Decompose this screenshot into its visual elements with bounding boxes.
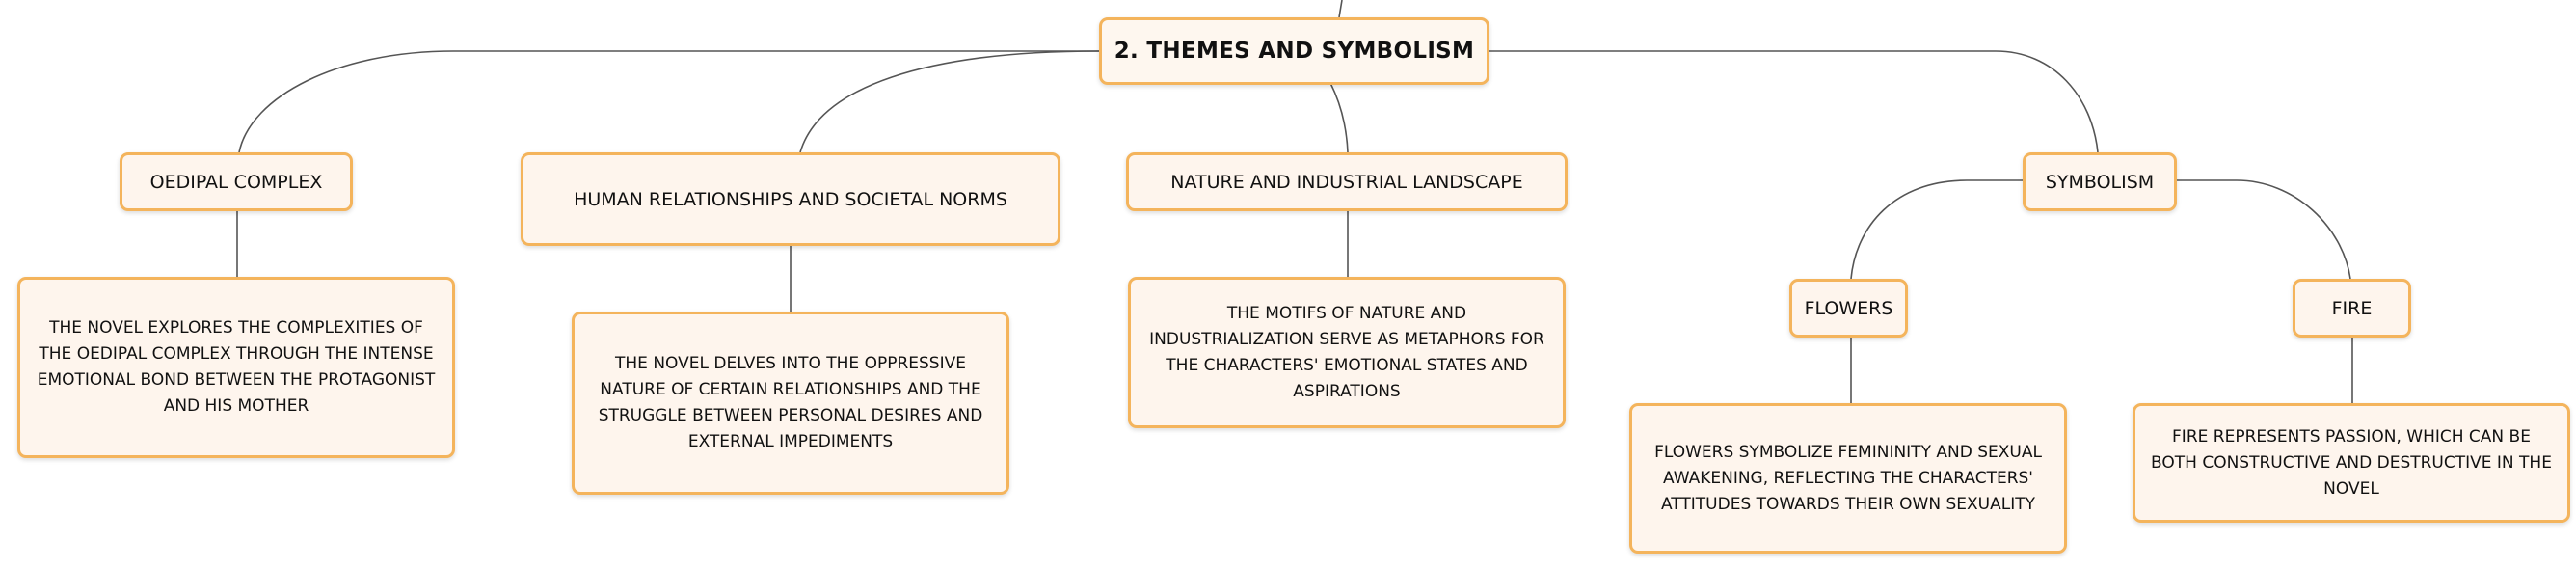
- connector-root-oedipal: [238, 50, 1099, 153]
- description-node-nature-industrial[interactable]: THE MOTIFS OF NATURE AND INDUSTRIALIZATI…: [1128, 277, 1566, 428]
- connector-root-incoming: [1338, 0, 1343, 18]
- subtopic-node-flowers[interactable]: FLOWERS: [1789, 279, 1908, 338]
- connector-root-nature: [1329, 82, 1349, 153]
- topic-node-nature-industrial[interactable]: NATURE AND INDUSTRIAL LANDSCAPE: [1126, 152, 1568, 211]
- description-text: FIRE REPRESENTS PASSION, WHICH CAN BE BO…: [2151, 426, 2552, 499]
- topic-node-label: HUMAN RELATIONSHIPS AND SOCIETAL NORMS: [574, 188, 1007, 210]
- description-node-fire[interactable]: FIRE REPRESENTS PASSION, WHICH CAN BE BO…: [2133, 403, 2570, 523]
- topic-node-oedipal-complex[interactable]: OEDIPAL COMPLEX: [120, 152, 353, 211]
- topic-node-label: SYMBOLISM: [2045, 171, 2155, 193]
- subtopic-node-label: FLOWERS: [1804, 297, 1893, 319]
- connector-symbolism-flowers: [1850, 179, 2025, 280]
- topic-node-human-relationships[interactable]: HUMAN RELATIONSHIPS AND SOCIETAL NORMS: [521, 152, 1060, 246]
- connector-root-relationships: [799, 50, 1100, 153]
- description-text: THE NOVEL EXPLORES THE COMPLEXITIES OF T…: [37, 318, 436, 416]
- topic-node-symbolism[interactable]: SYMBOLISM: [2023, 152, 2177, 211]
- root-node[interactable]: 2. THEMES AND SYMBOLISM: [1099, 17, 1489, 85]
- description-text: FLOWERS SYMBOLIZE FEMININITY AND SEXUAL …: [1654, 442, 2042, 514]
- subtopic-node-label: FIRE: [2331, 297, 2373, 319]
- root-node-label: 2. THEMES AND SYMBOLISM: [1114, 39, 1475, 64]
- subtopic-node-fire[interactable]: FIRE: [2293, 279, 2411, 338]
- description-node-human-relationships[interactable]: THE NOVEL DELVES INTO THE OPPRESSIVE NAT…: [572, 312, 1009, 495]
- description-text: THE NOVEL DELVES INTO THE OPPRESSIVE NAT…: [598, 354, 983, 451]
- connector-symbolism-fire: [2175, 179, 2351, 280]
- topic-node-label: OEDIPAL COMPLEX: [149, 171, 323, 193]
- description-node-oedipal-complex[interactable]: THE NOVEL EXPLORES THE COMPLEXITIES OF T…: [17, 277, 455, 458]
- topic-node-label: NATURE AND INDUSTRIAL LANDSCAPE: [1170, 171, 1523, 193]
- description-text: THE MOTIFS OF NATURE AND INDUSTRIALIZATI…: [1149, 303, 1544, 401]
- description-node-flowers[interactable]: FLOWERS SYMBOLIZE FEMININITY AND SEXUAL …: [1629, 403, 2067, 554]
- connector-root-symbolism: [1489, 50, 2099, 153]
